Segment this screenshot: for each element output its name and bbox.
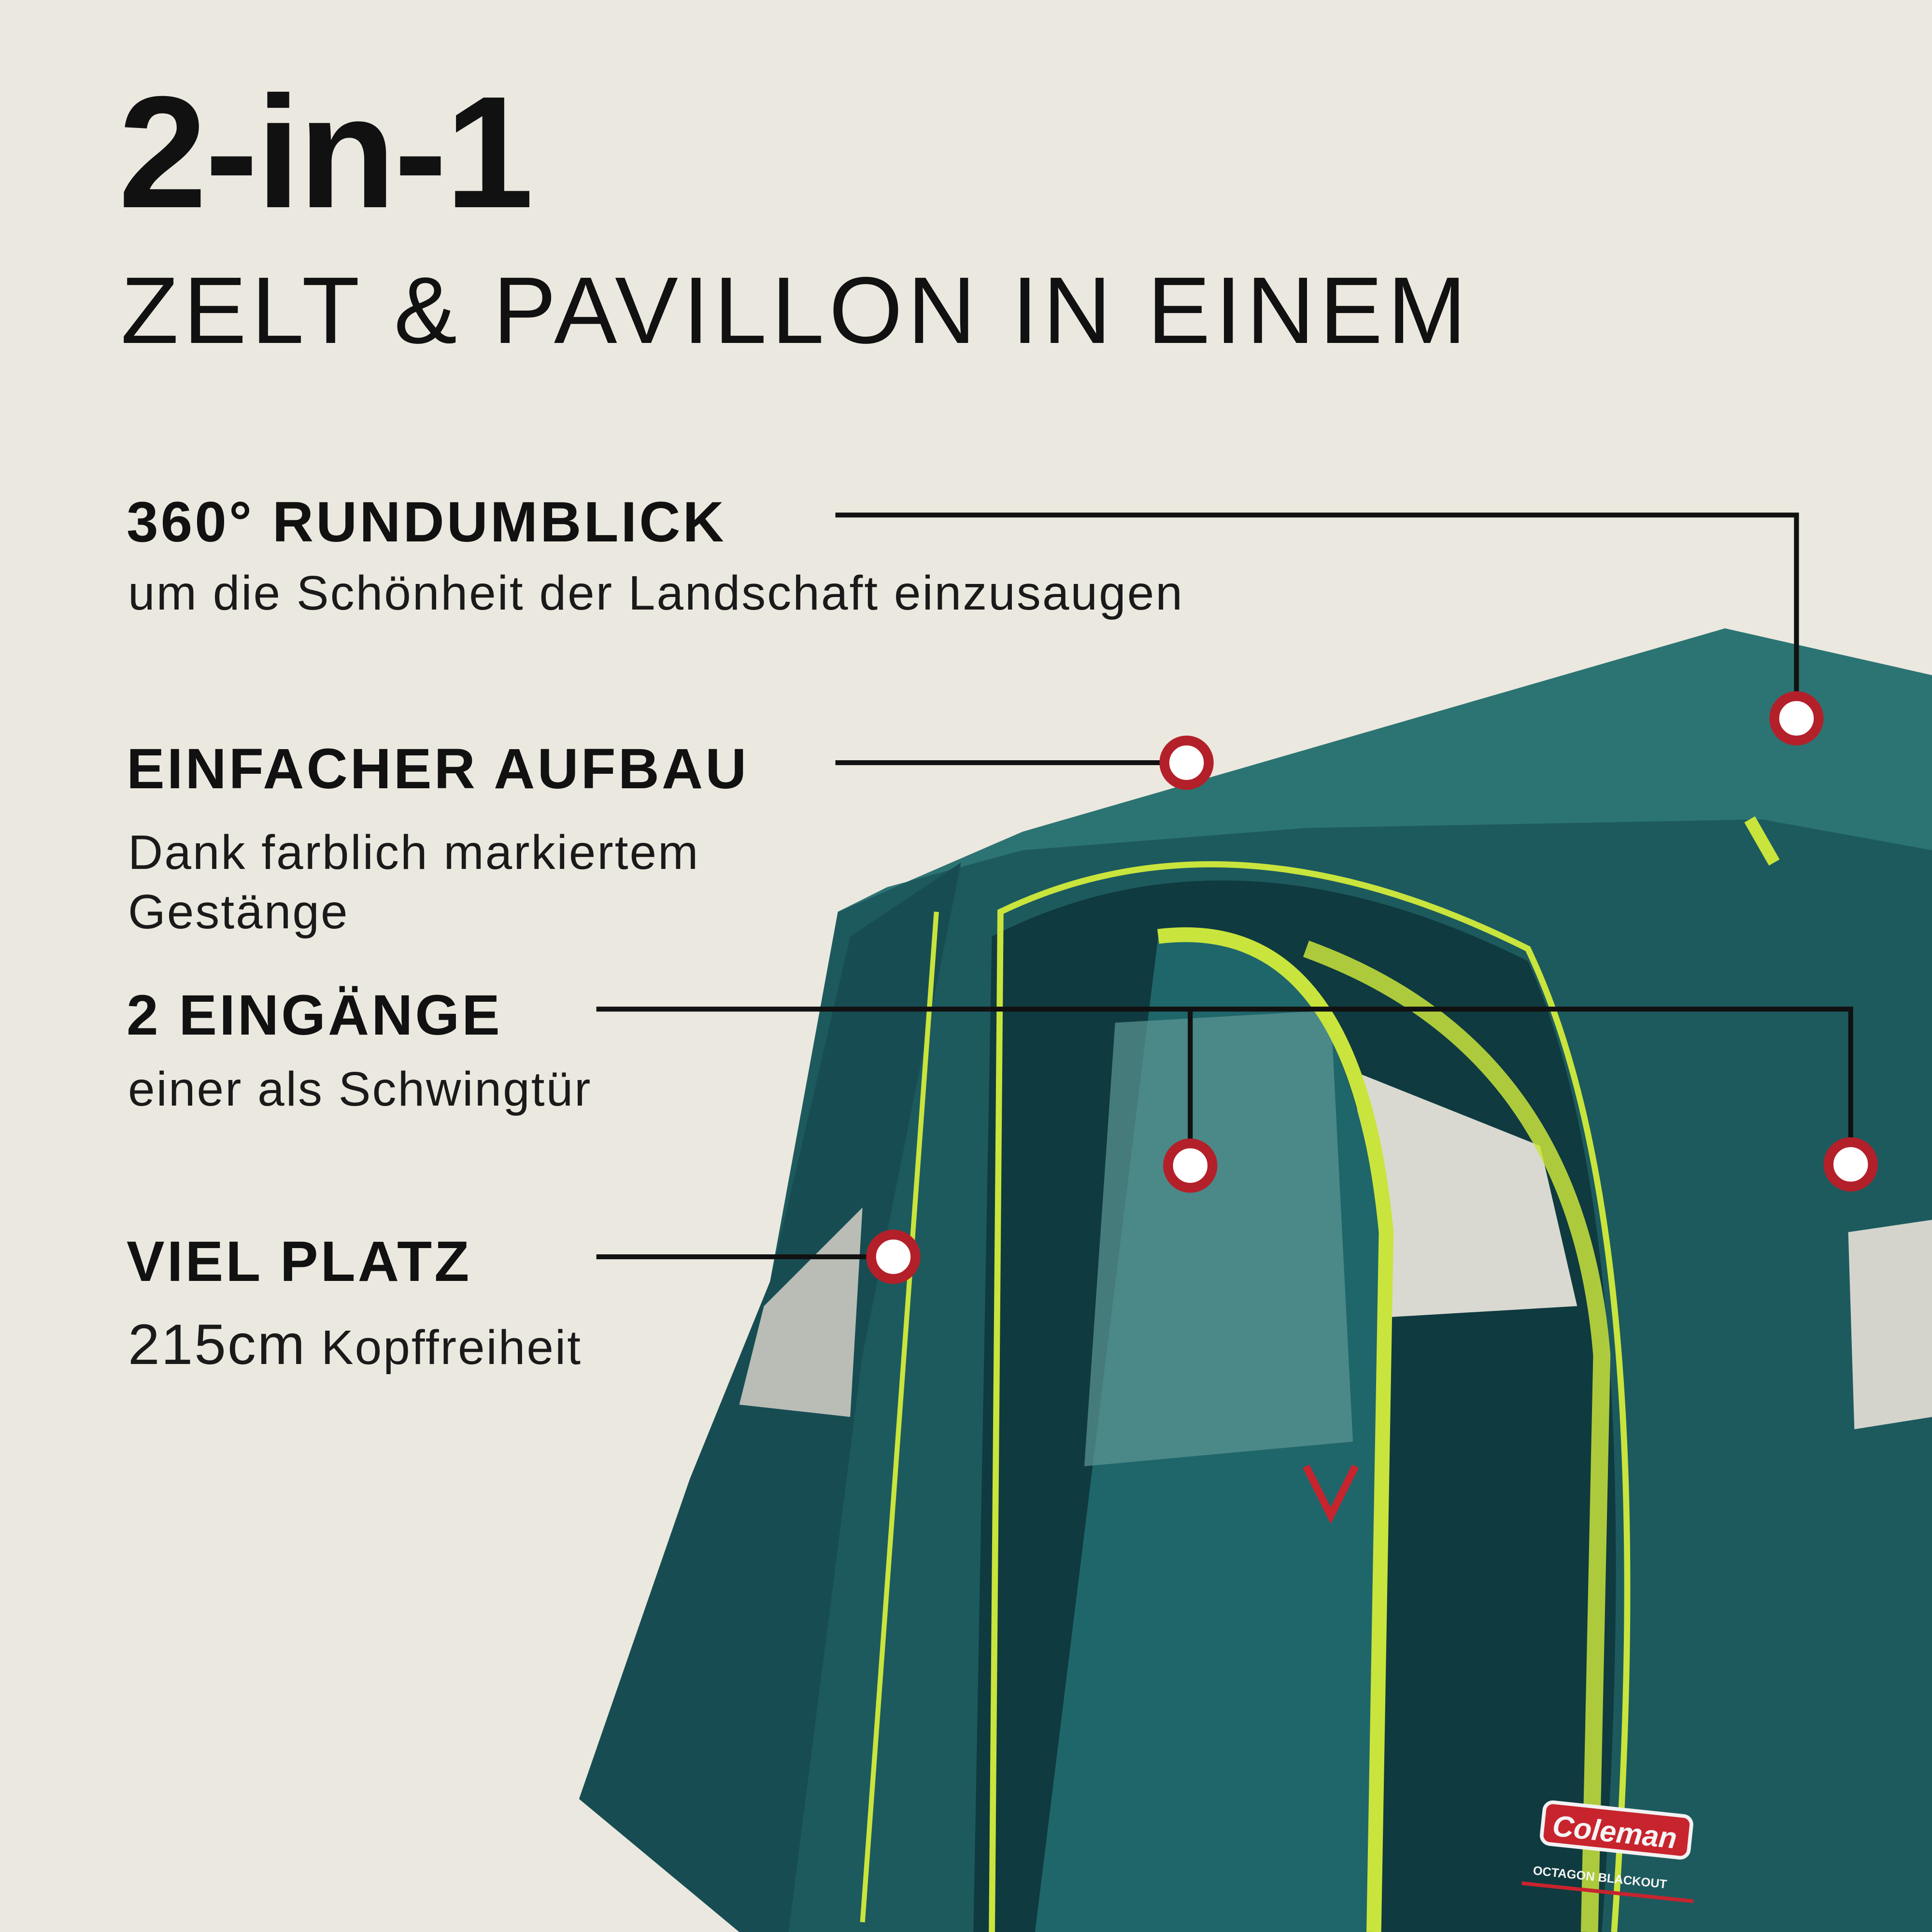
marker-dot — [866, 1229, 921, 1284]
feature-body-360: um die Schönheit der Landschaft einzusau… — [128, 566, 1184, 620]
marker-dot — [1769, 691, 1824, 746]
callout-lines — [596, 512, 1853, 1260]
marker-dot — [1823, 1137, 1878, 1192]
callout-markers — [866, 691, 1878, 1284]
page-subtitle: ZELT & PAVILLON IN EINEM — [121, 257, 1471, 363]
marker-dot — [1163, 1138, 1218, 1193]
headroom-label: Kopffreiheit — [321, 1321, 582, 1375]
feature-heading-platz: VIEL PLATZ — [127, 1230, 472, 1293]
feature-body-platz: 215cm Kopffreiheit — [128, 1316, 582, 1373]
headroom-value: 215cm — [128, 1313, 307, 1377]
callout-line-360 — [835, 512, 1799, 719]
feature-heading-aufbau: EINFACHER AUFBAU — [127, 737, 749, 801]
tent-body — [579, 628, 1932, 1932]
callout-line-eingaenge — [596, 1007, 1853, 1165]
feature-heading-eingaenge: 2 EINGÄNGE — [127, 983, 502, 1047]
page-title: 2-in-1 — [118, 63, 534, 241]
feature-body-eingaenge: einer als Schwingtür — [128, 1062, 592, 1116]
marker-dot — [1159, 735, 1214, 790]
feature-body-aufbau-line2: Gestänge — [128, 885, 349, 939]
feature-body-aufbau-line1: Dank farblich markiertem — [128, 825, 700, 880]
coleman-logo: Coleman OCTAGON BLACKOUT — [1521, 1800, 1694, 1904]
feature-heading-360: 360° RUNDUMBLICK — [127, 490, 726, 554]
